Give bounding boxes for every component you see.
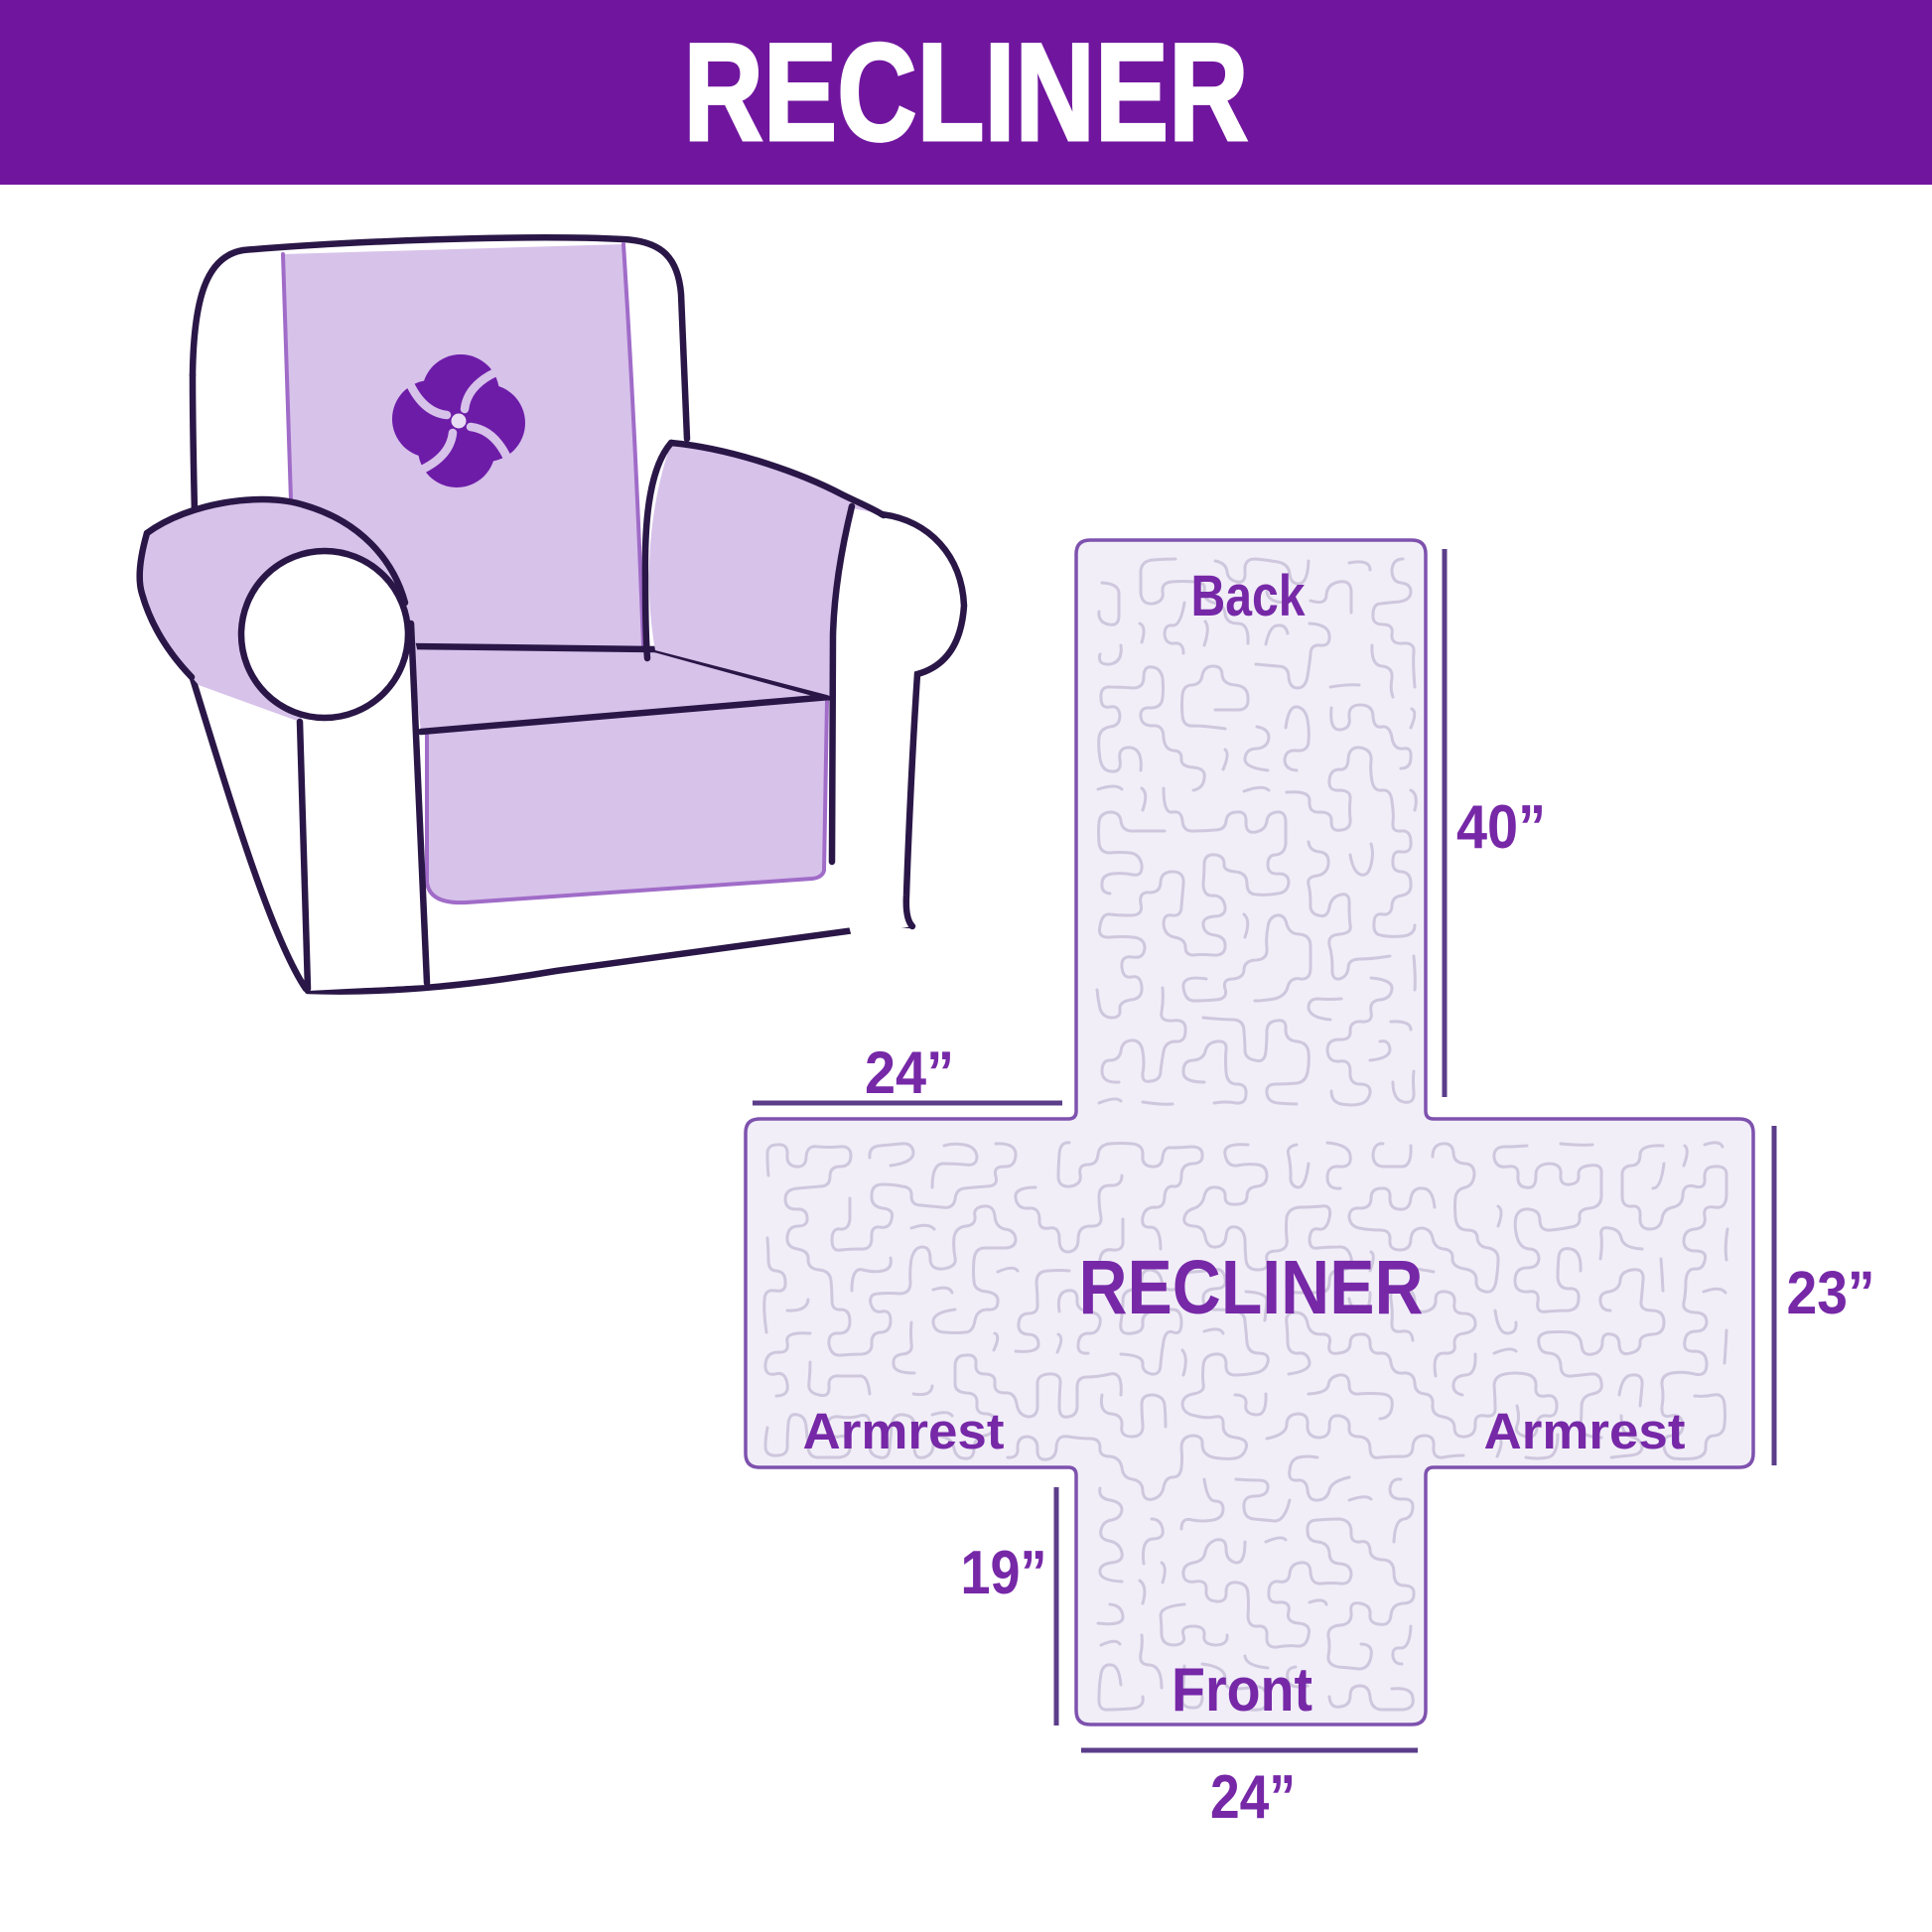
svg-text:23”: 23” — [1787, 1259, 1875, 1326]
svg-text:Front: Front — [1172, 1656, 1312, 1725]
svg-text:Armrest: Armrest — [803, 1403, 1005, 1459]
svg-text:RECLINER: RECLINER — [684, 14, 1249, 170]
svg-text:Armrest: Armrest — [1484, 1403, 1686, 1459]
svg-text:24”: 24” — [1210, 1763, 1296, 1832]
svg-text:19”: 19” — [961, 1539, 1047, 1607]
svg-text:RECLINER: RECLINER — [1079, 1245, 1424, 1330]
svg-text:24”: 24” — [865, 1039, 954, 1106]
svg-text:Back: Back — [1191, 564, 1307, 628]
svg-text:40”: 40” — [1456, 793, 1546, 862]
